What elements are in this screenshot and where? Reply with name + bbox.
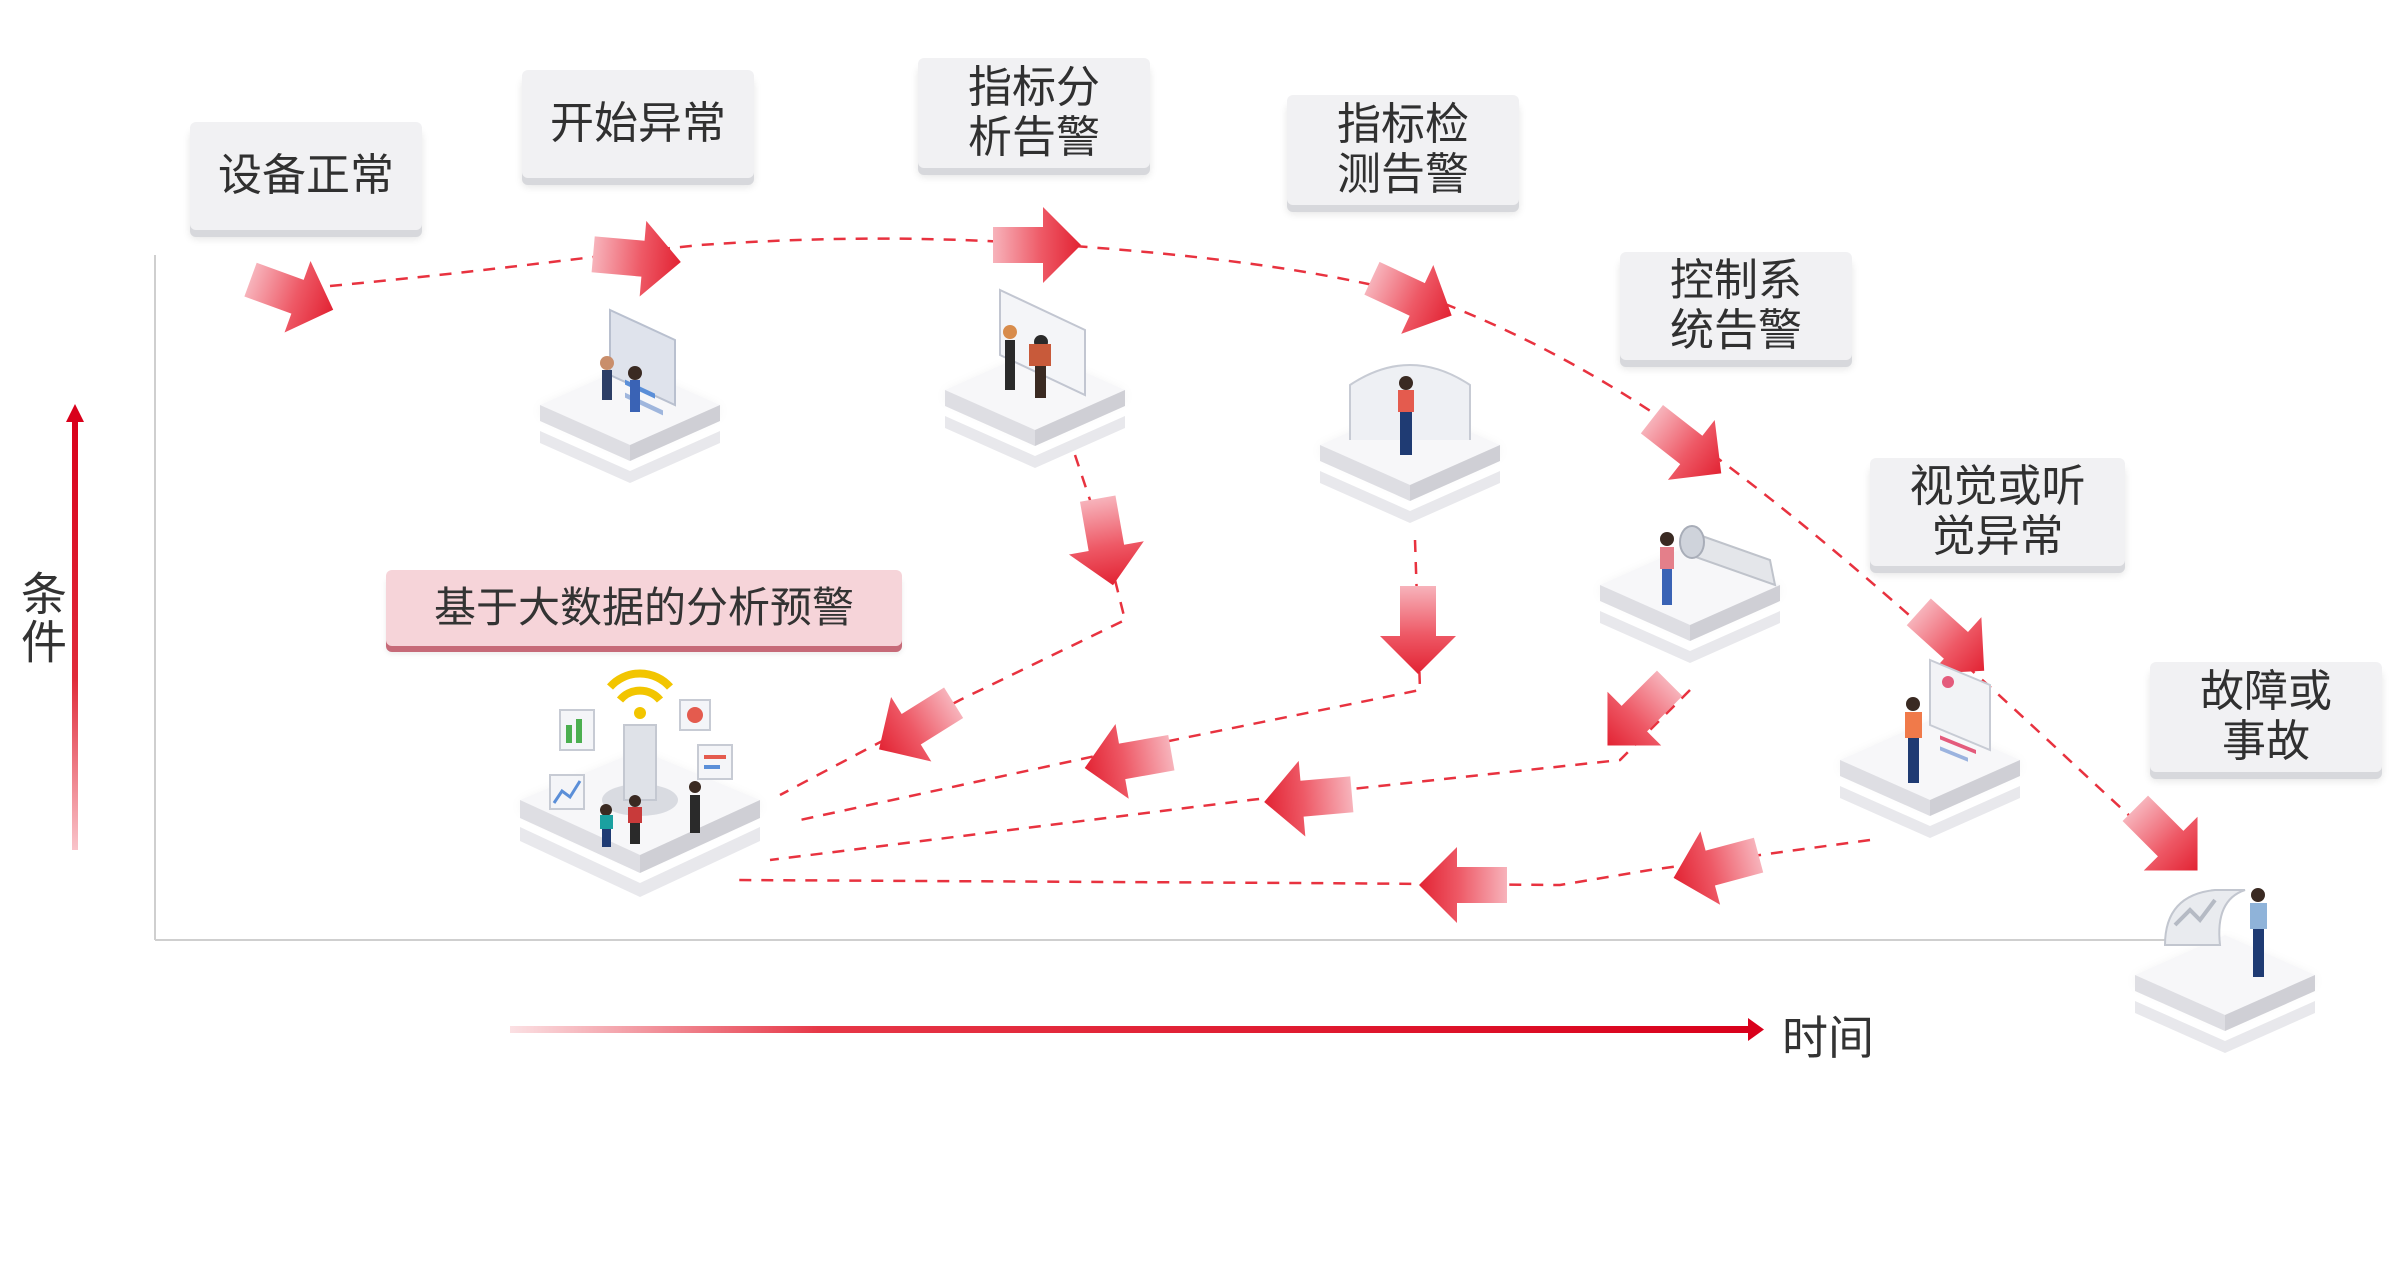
x-axis-label: 时间 (1782, 1011, 1874, 1065)
label-metric-analysis: 指标分 析告警 (918, 58, 1150, 168)
telescope-inspector-icon (1600, 525, 1780, 663)
y-axis-arrow (66, 404, 84, 850)
people-dashboard-icon (540, 308, 720, 483)
label-normal: 设备正常 (190, 122, 422, 230)
arrow-left-6 (1419, 847, 1507, 923)
arrow-down-1 (1060, 492, 1151, 592)
arrow-3 (993, 207, 1081, 283)
arrow-2 (589, 216, 685, 300)
arrow-7 (2108, 781, 2225, 898)
arrow-left-2 (1078, 715, 1178, 806)
label-failure: 故障或 事故 (2150, 662, 2382, 772)
label-metric-detection: 指标检 测告警 (1287, 95, 1519, 205)
arrow-left-4 (1260, 756, 1356, 840)
failure-worker-icon (2135, 888, 2315, 1053)
label-abnormal-start: 开始异常 (522, 70, 754, 178)
monitor-room-icon (1320, 364, 1500, 523)
whiteboard-team-icon (945, 288, 1125, 468)
label-big-data: 基于大数据的分析预警 (386, 570, 902, 646)
x-axis-arrow (510, 1018, 1764, 1041)
arrow-left-3 (1580, 656, 1697, 773)
label-control-system: 控制系 统告警 (1620, 252, 1852, 360)
big-data-hub-icon (520, 669, 760, 897)
y-axis-label: 条件 (14, 570, 68, 666)
arrow-left-1 (858, 670, 974, 782)
arrow-4 (1355, 243, 1468, 350)
arrow-left-5 (1663, 818, 1769, 915)
arrow-1 (237, 243, 347, 346)
arrow-5 (1628, 389, 1745, 504)
arrow-down-2 (1380, 586, 1456, 674)
label-sensory: 视觉或听 觉异常 (1870, 458, 2125, 566)
screen-analyst-icon (1840, 658, 2020, 838)
